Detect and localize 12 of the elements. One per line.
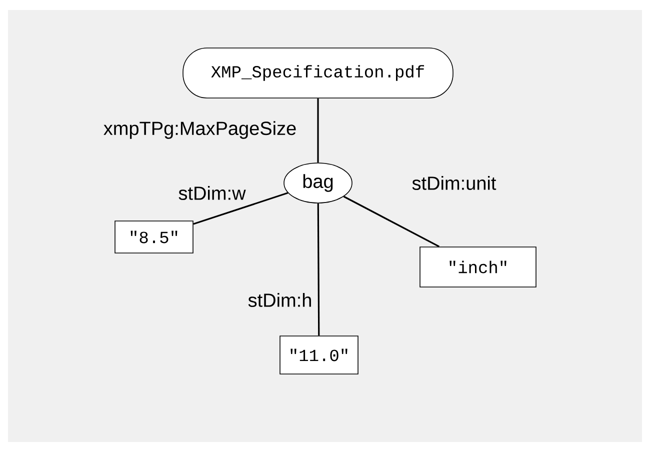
edge-label: stDim:h xyxy=(246,292,314,308)
connector-line xyxy=(317,98,319,163)
value-box: "8.5" xyxy=(114,220,194,254)
edge-label: xmpTPg:MaxPageSize xyxy=(102,120,298,140)
file-node: XMP_Specification.pdf xyxy=(182,48,454,98)
edge-label: stDim:w xyxy=(177,185,247,201)
value-box: "11.0" xyxy=(280,336,358,374)
connector-line xyxy=(317,203,320,336)
edge-label: stDim:unit xyxy=(410,175,498,191)
value-box: "inch" xyxy=(420,246,536,288)
connector-line xyxy=(193,192,288,225)
connector-line xyxy=(343,196,440,248)
